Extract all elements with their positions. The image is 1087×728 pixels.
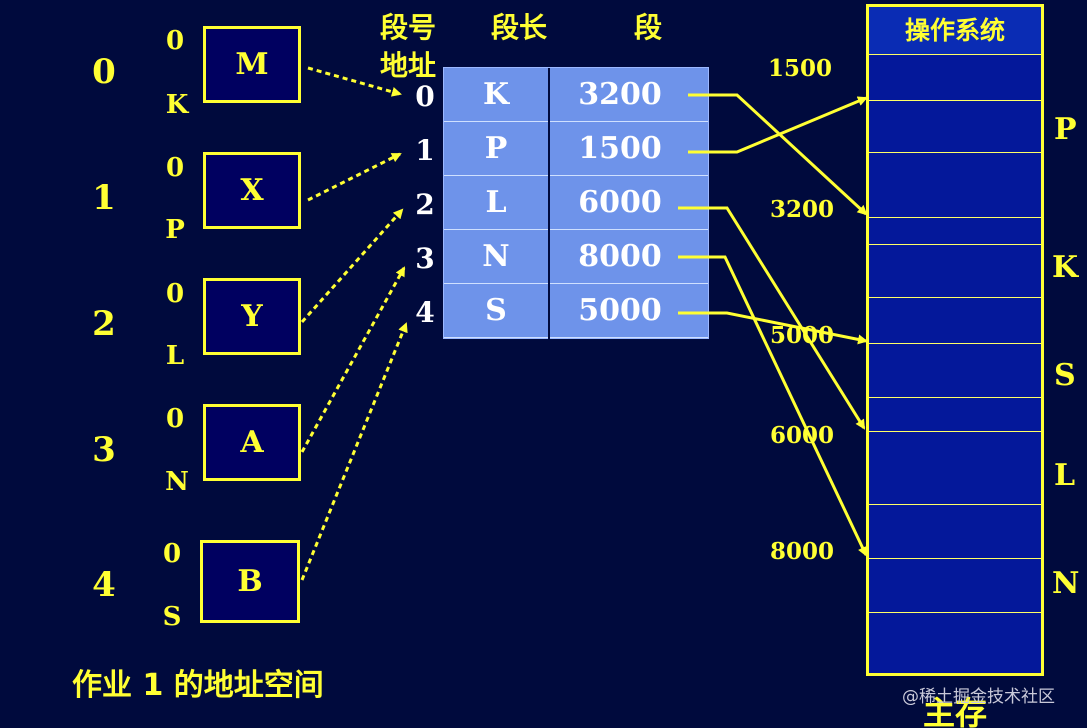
segment-start-0: 0 [165,26,185,56]
memory-os-region: 操作系统 [869,7,1041,55]
header-segment-number: 段号 [380,11,437,44]
table-cell-length: S [485,293,507,328]
segment-start-2: 0 [165,279,185,309]
memory-segment-label-k: K [1052,250,1079,285]
segment-end-4: S [162,602,182,632]
table-row-index-0: 0 [415,80,435,113]
main-memory: 操作系统 [866,4,1044,676]
header-segment-base: 段 [634,11,663,44]
segment-end-2: L [165,341,185,371]
segment-box-b: B [200,540,300,623]
segment-start-3: 0 [165,404,185,434]
arrow-x-to-row-1 [307,152,402,202]
table-row-index-4: 4 [415,296,435,329]
segment-number-3: 3 [92,430,116,470]
segment-box-a: A [203,404,301,481]
memory-divider [869,612,1041,613]
memory-divider [869,100,1041,101]
arrow-a-to-row-3 [300,266,406,453]
table-row-index-1: 1 [415,134,435,167]
memory-address-3200: 3200 [770,196,835,223]
memory-divider [869,343,1041,344]
segment-end-1: P [165,215,185,245]
segment-number-1: 1 [92,178,116,218]
watermark: @稀土掘金技术社区 [902,687,1055,707]
address-space-caption: 作业 1 的地址空间 [72,668,324,703]
memory-divider [869,297,1041,298]
memory-address-6000: 6000 [770,422,835,449]
table-row: S 5000 [444,284,708,338]
segment-box-y: Y [203,278,301,355]
segment-number-0: 0 [92,52,116,92]
memory-divider [869,558,1041,559]
memory-divider [869,431,1041,432]
segment-start-1: 0 [165,153,185,183]
memory-divider [869,397,1041,398]
segment-box-m: M [203,26,301,103]
table-row-index-3: 3 [415,242,435,275]
segment-number-4: 4 [92,565,116,605]
main-memory-caption: 主存 [923,694,988,728]
table-cell-base: 3200 [578,77,662,112]
segment-number-2: 2 [92,304,116,344]
segment-end-0: K [165,90,189,120]
segment-start-4: 0 [162,539,182,569]
header-address: 地址 [380,49,437,82]
table-row-index-2: 2 [415,188,435,221]
table-row: N 8000 [444,230,708,284]
table-cell-length: K [482,77,510,112]
segment-box-x: X [203,152,301,229]
memory-address-5000: 5000 [770,322,835,349]
table-cell-length: N [482,239,510,274]
segment-end-3: N [165,467,189,497]
table-cell-base: 1500 [578,131,662,166]
memory-divider [869,217,1041,218]
arrow-b-to-row-4 [300,322,408,581]
memory-segment-label-l: L [1054,458,1076,493]
table-row: P 1500 [444,122,708,176]
memory-divider [869,504,1041,505]
table-cell-length: L [485,185,507,220]
table-cell-base: 5000 [578,293,662,328]
table-column-divider [548,68,550,344]
table-cell-base: 6000 [578,185,662,220]
table-cell-length: P [484,131,508,166]
memory-address-1500: 1500 [768,55,833,82]
arrow-y-to-row-2 [300,208,404,323]
arrow-row-1-to-memory [688,96,868,154]
table-row: K 3200 [444,68,708,122]
segment-table: K 3200 P 1500 L 6000 N 8000 S 5000 [443,67,709,344]
memory-address-8000: 8000 [770,538,835,565]
memory-divider [869,244,1041,245]
table-cell-base: 8000 [578,239,662,274]
memory-segment-label-s: S [1054,358,1076,393]
memory-divider [869,152,1041,153]
header-segment-length: 段长 [491,11,548,44]
memory-segment-label-p: P [1054,112,1077,147]
memory-segment-label-n: N [1052,566,1080,601]
table-row: L 6000 [444,176,708,230]
